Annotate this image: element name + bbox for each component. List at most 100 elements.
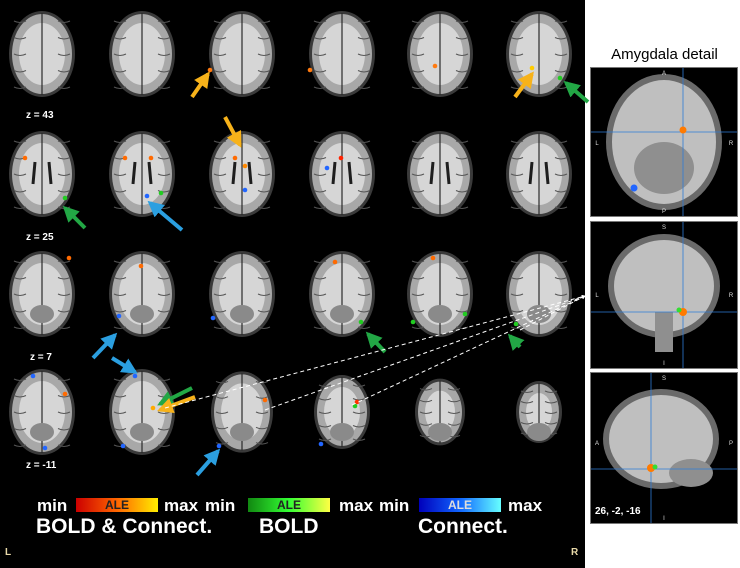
- colorbar-2-bar: ALE: [248, 498, 330, 512]
- activation-blob: [138, 263, 144, 269]
- activation-blob: [462, 311, 468, 317]
- activation-blob: [557, 75, 563, 81]
- activation-blob: [513, 321, 519, 327]
- activation-blob: [324, 165, 330, 171]
- activation-blob: [122, 155, 128, 161]
- orientation-label: R: [729, 293, 734, 299]
- activation-blob: [132, 373, 138, 379]
- activation-blob: [30, 373, 36, 379]
- axial-slice-r2-c2: [105, 128, 179, 220]
- activation-blob: [338, 155, 344, 161]
- amygdala-detail-title: Amygdala detail: [611, 46, 718, 63]
- activation-blob: [432, 63, 438, 69]
- axial-slice-r1-c3: [205, 8, 279, 100]
- axial-slice-r2-c1: [5, 128, 79, 220]
- bold-blob: [676, 307, 682, 313]
- orientation-label: L: [595, 141, 599, 147]
- z-label-7: z = 7: [30, 352, 52, 363]
- left-orientation-label: L: [5, 547, 12, 558]
- axial-slice-r2-c4: [305, 128, 379, 220]
- colorbar-2-min: min: [205, 496, 236, 515]
- orientation-label: R: [729, 141, 734, 147]
- orientation-label: P: [729, 441, 733, 447]
- orientation-label: A: [595, 441, 599, 447]
- axial-slice-r4-c2: [105, 366, 179, 458]
- activation-blob: [529, 65, 535, 71]
- activation-blob: [216, 443, 222, 449]
- activation-blob: [242, 163, 248, 169]
- axial-slice-r3-c5: [403, 248, 477, 340]
- activation-blob: [352, 403, 358, 409]
- colorbar-2-max: max: [339, 496, 374, 515]
- activation-blob: [232, 155, 238, 161]
- coronal-detail-view: S L R I: [590, 221, 738, 369]
- z-label-25: z = 25: [26, 232, 54, 243]
- brain-slices-panel: z = 43 z = 25 z = 7 z = -11 min ALE max …: [0, 0, 585, 568]
- activation-blob: [144, 193, 150, 199]
- axial-slice-r3-c4: [305, 248, 379, 340]
- orientation-label: I: [663, 516, 665, 522]
- colorbar-1-max: max: [164, 496, 199, 515]
- bold-blob: [652, 464, 658, 470]
- activation-blob: [150, 405, 156, 411]
- orientation-label: L: [595, 293, 599, 299]
- axial-slice-r2-c6: [502, 128, 576, 220]
- activation-blob: [66, 255, 72, 261]
- axial-slice-r4-c1: [5, 366, 79, 458]
- colorbar-1-bar: ALE: [76, 498, 158, 512]
- axial-slice-r1-c1: [5, 8, 79, 100]
- orientation-label: A: [662, 71, 666, 77]
- z-label-43: z = 43: [26, 110, 54, 121]
- activation-blob: [307, 67, 313, 73]
- axial-slice-r1-c4: [305, 8, 379, 100]
- colorbar-1-title: BOLD & Connect.: [36, 515, 213, 538]
- colorbar-3-min: min: [379, 496, 410, 515]
- colorbar-2-title: BOLD: [259, 515, 319, 538]
- connectivity-blob: [630, 184, 638, 192]
- axial-slice-r1-c5: [403, 8, 477, 100]
- activation-blob: [318, 441, 324, 447]
- axial-slice-r3-c6: [502, 248, 576, 340]
- activation-blob: [410, 319, 416, 325]
- activation-blob: [120, 443, 126, 449]
- right-orientation-label: R: [571, 547, 579, 558]
- activation-blob: [358, 319, 364, 325]
- activation-blob: [62, 391, 68, 397]
- orientation-label: P: [662, 209, 666, 215]
- axial-slice-r4-c3: [205, 366, 279, 458]
- colorbar-3-bar: ALE: [419, 498, 501, 512]
- activation-blob: [116, 313, 122, 319]
- axial-detail-view: A L R P: [590, 67, 738, 217]
- activation-blob: [42, 445, 48, 451]
- axial-slice-r3-c3: [205, 248, 279, 340]
- colorbar-1-min: min: [37, 496, 68, 515]
- activation-blob: [242, 187, 248, 193]
- activation-blob: [22, 155, 28, 161]
- activation-blob: [207, 67, 213, 73]
- axial-slice-r4-c5: [403, 366, 477, 458]
- activation-blob: [148, 155, 154, 161]
- z-label-minus-11: z = -11: [26, 460, 57, 471]
- sagittal-detail-view: S A P I 26, -2, -16: [590, 372, 738, 524]
- colorbar-row: min ALE max min ALE max min ALE max: [37, 496, 577, 518]
- amygdala-blob: [679, 126, 687, 134]
- orientation-label: S: [662, 225, 666, 231]
- activation-blob: [430, 255, 436, 261]
- axial-slice-r4-c6: [502, 366, 576, 458]
- activation-blob: [262, 397, 268, 403]
- activation-blob: [158, 190, 164, 196]
- activation-blob: [332, 259, 338, 265]
- activation-blob: [62, 195, 68, 201]
- orientation-label: I: [663, 361, 665, 367]
- axial-slice-r2-c5: [403, 128, 477, 220]
- axial-slice-r4-c4: [305, 366, 379, 458]
- axial-slice-r1-c6: [502, 8, 576, 100]
- axial-slice-r3-c1: [5, 248, 79, 340]
- activation-blob: [210, 315, 216, 321]
- orientation-label: S: [662, 376, 666, 382]
- mni-coordinates: 26, -2, -16: [595, 506, 641, 517]
- activation-blob: [354, 399, 360, 405]
- axial-slice-r3-c2: [105, 248, 179, 340]
- colorbar-3-max: max: [508, 496, 543, 515]
- colorbar-3-title: Connect.: [418, 515, 508, 538]
